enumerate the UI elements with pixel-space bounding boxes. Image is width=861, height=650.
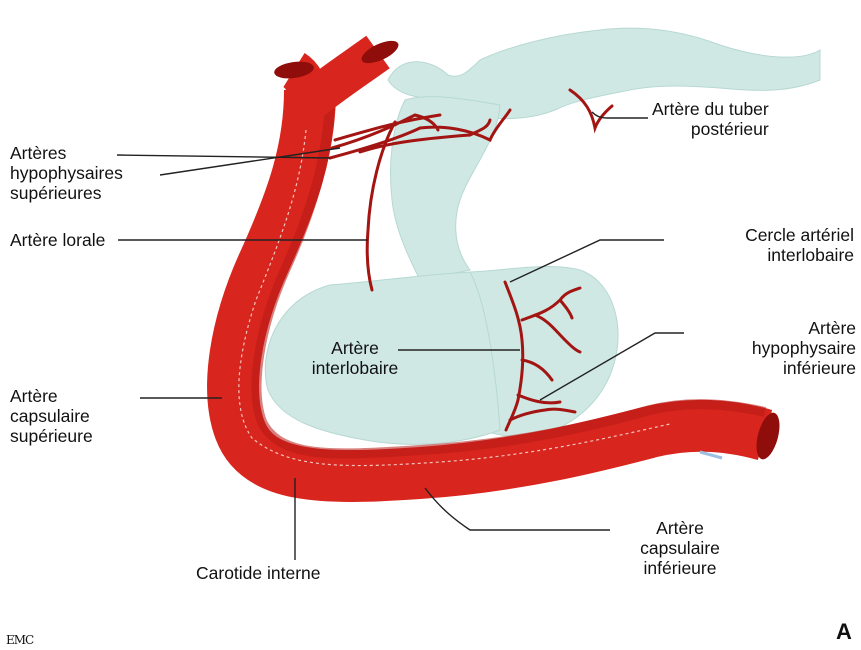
label-line: interlobaire <box>310 358 400 378</box>
label-line: interlobaire <box>668 245 854 265</box>
label-line: hypophysaires <box>10 163 123 183</box>
panel-letter: A <box>836 622 852 642</box>
label-line: supérieures <box>10 183 123 203</box>
label-line: hypophysaire <box>690 338 856 358</box>
carotid-stub <box>700 452 722 458</box>
label-superior-hypophyseal-arteries: Artères hypophysaires supérieures <box>10 143 123 203</box>
label-inferior-capsular-artery: Artère capsulaire inférieure <box>612 518 748 578</box>
label-interlobar-artery: Artère interlobaire <box>310 338 400 378</box>
label-line: Carotide interne <box>196 563 321 583</box>
label-inferior-hypophyseal-artery: Artère hypophysaire inférieure <box>690 318 856 378</box>
label-line: supérieure <box>10 426 93 446</box>
label-line: inférieure <box>612 558 748 578</box>
label-line: Artère <box>10 386 93 406</box>
label-line: Artères <box>10 143 123 163</box>
label-line: Artère <box>612 518 748 538</box>
label-line: Cercle artériel <box>668 225 854 245</box>
label-line: postérieur <box>652 119 769 139</box>
publisher-logo: EMC <box>6 630 33 650</box>
label-interlobar-arterial-circle: Cercle artériel interlobaire <box>668 225 854 265</box>
label-line: Artère <box>310 338 400 358</box>
label-line: Artère du tuber <box>652 99 769 119</box>
label-line: Artère lorale <box>10 230 105 250</box>
label-line: capsulaire <box>612 538 748 558</box>
label-internal-carotid: Carotide interne <box>196 563 321 583</box>
label-tuber-posterior-artery: Artère du tuber postérieur <box>652 99 769 139</box>
pituitary-stalk <box>391 97 500 280</box>
label-lorale-artery: Artère lorale <box>10 230 105 250</box>
label-line: inférieure <box>690 358 856 378</box>
label-superior-capsular-artery: Artère capsulaire supérieure <box>10 386 93 446</box>
label-line: capsulaire <box>10 406 93 426</box>
label-line: Artère <box>690 318 856 338</box>
leader-tuber <box>592 112 648 118</box>
